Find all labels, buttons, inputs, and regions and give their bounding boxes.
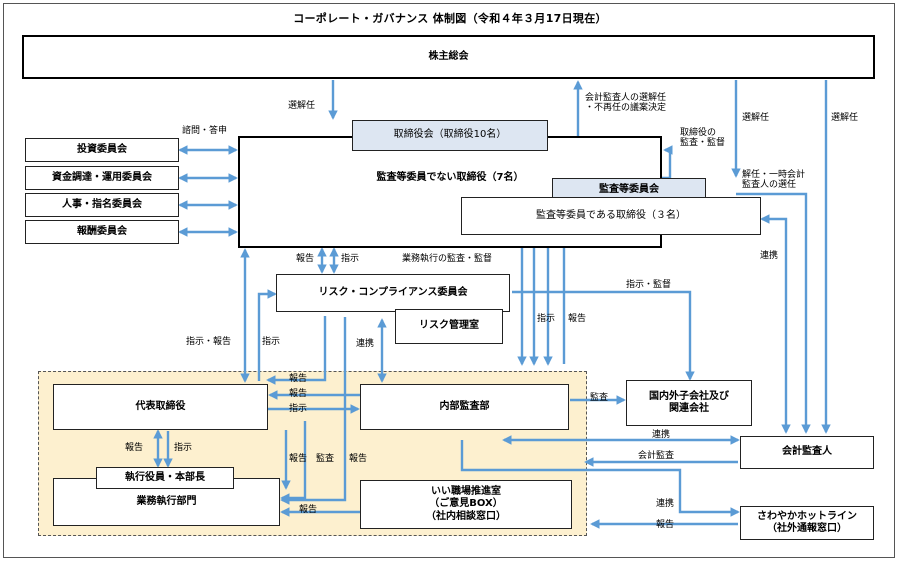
label-report-4: 報告 xyxy=(289,389,308,399)
accounting-auditor-box: 会計監査人 xyxy=(740,436,874,469)
shareholders-meeting-box: 株主総会 xyxy=(22,35,875,79)
personnel-committee-box: 人事・指名委員会 xyxy=(25,193,179,217)
whistleblower-hotline-box: さわやかホットライン （社外通報窓口） xyxy=(740,506,874,540)
label-accounting-elect: 会計監査人の選解任 ・不再任の議案決定 xyxy=(585,93,667,114)
investment-committee-box: 投資委員会 xyxy=(25,138,179,162)
label-report-6: 報告 xyxy=(289,454,308,464)
representative-director-box: 代表取締役 xyxy=(53,384,268,430)
subsidiaries-box: 国内外子会社及び 関連会社 xyxy=(626,380,752,426)
label-elect-1: 選解任 xyxy=(288,101,316,111)
label-instruct-2: 指示 xyxy=(262,337,281,347)
label-exec-audit: 業務執行の監査・監督 xyxy=(402,254,493,264)
label-audit-2: 監査 xyxy=(316,454,335,464)
compensation-committee-box: 報酬委員会 xyxy=(25,220,179,244)
label-report-3: 報告 xyxy=(289,374,308,384)
label-instruct-4: 指示 xyxy=(289,404,308,414)
funding-committee-box: 資金調達・運用委員会 xyxy=(25,166,179,190)
workplace-promotion-office-box: いい職場推進室 （ご意見BOX） （社内相談窓口） xyxy=(360,480,572,529)
label-consult: 諮問・答申 xyxy=(182,126,228,136)
label-cooperate-3: 連携 xyxy=(652,430,671,440)
label-report-7: 報告 xyxy=(349,454,368,464)
board-of-directors-box: 取締役会（取締役10名） xyxy=(352,120,548,151)
label-report-5: 報告 xyxy=(125,443,144,453)
executive-officers-box: 執行役員・本部長 xyxy=(96,467,234,489)
label-accounting-audit: 会計監査 xyxy=(638,451,675,461)
label-cooperate-2: 連携 xyxy=(356,339,375,349)
label-elect-3: 選解任 xyxy=(831,113,859,123)
internal-audit-box: 内部監査部 xyxy=(360,384,569,430)
diagram-title: コーポレート・ガバナンス 体制図（令和４年３月17日現在） xyxy=(293,12,607,25)
risk-management-office-box: リスク管理室 xyxy=(395,309,503,344)
label-report-2: 報告 xyxy=(568,314,587,324)
label-instruct-1: 指示 xyxy=(341,254,360,264)
label-instruct-3: 指示 xyxy=(537,314,556,324)
label-report-9: 報告 xyxy=(656,520,675,530)
label-cooperate-1: 連携 xyxy=(760,251,779,261)
diagram-frame xyxy=(3,3,895,558)
label-report-8: 報告 xyxy=(299,505,318,515)
label-report-1: 報告 xyxy=(296,254,315,264)
audit-directors-box: 監査等委員である取締役（３名） xyxy=(461,197,761,235)
label-director-audit: 取締役の 監査・監督 xyxy=(680,128,726,149)
risk-compliance-committee-box: リスク・コンプライアンス委員会 xyxy=(276,274,510,312)
label-instruct-supervise: 指示・監督 xyxy=(626,280,672,290)
label-instruct-report: 指示・報告 xyxy=(186,337,232,347)
label-cooperate-4: 連携 xyxy=(656,499,675,509)
label-instruct-5: 指示 xyxy=(174,443,193,453)
label-dismiss: 解任・一時会計 監査人の選任 xyxy=(742,170,806,191)
label-elect-2: 選解任 xyxy=(742,113,770,123)
label-audit-1: 監査 xyxy=(590,393,609,403)
